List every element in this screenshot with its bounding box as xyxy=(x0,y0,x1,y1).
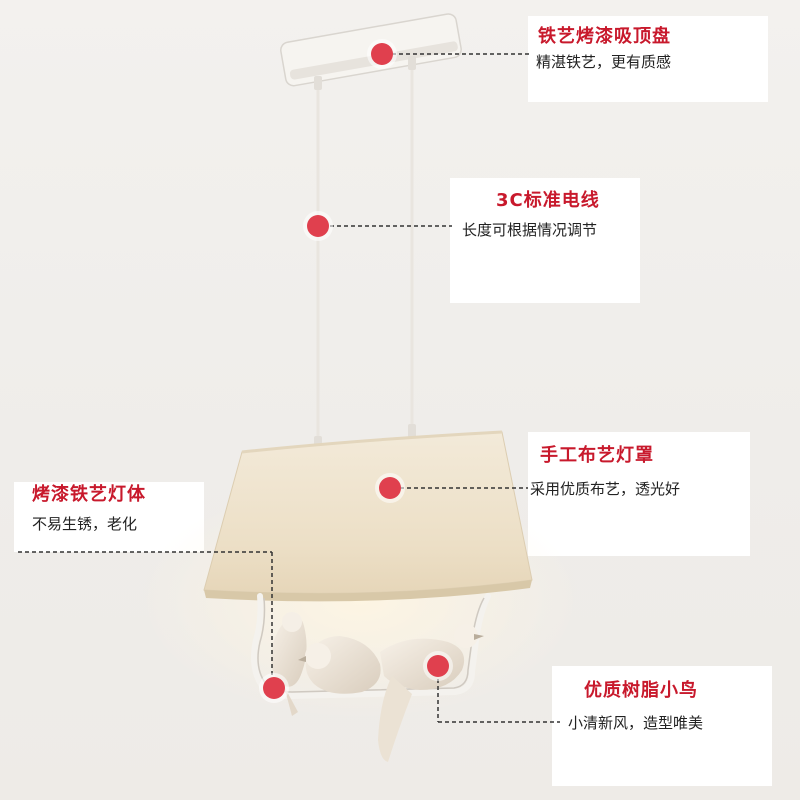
shade-subtitle: 采用优质布艺，透光好 xyxy=(530,480,681,498)
cable-sleeves xyxy=(314,56,416,450)
canopy-title: 铁艺烤漆吸顶盘 xyxy=(538,26,671,47)
body-subtitle: 不易生锈，老化 xyxy=(32,515,138,533)
cable-subtitle: 长度可根据情况调节 xyxy=(462,221,598,239)
canopy-subtitle: 精湛铁艺，更有质感 xyxy=(536,53,672,71)
shade-label-panel xyxy=(528,432,750,556)
birds-marker-dot xyxy=(427,655,449,677)
body-marker-dot xyxy=(263,677,285,699)
shade-marker-dot xyxy=(379,477,401,499)
birds-label-panel xyxy=(552,666,772,786)
birds-title: 优质树脂小鸟 xyxy=(584,680,698,701)
canopy-marker-dot xyxy=(371,43,393,65)
cable-title: 3C标准电线 xyxy=(496,190,600,211)
body-title: 烤漆铁艺灯体 xyxy=(32,484,146,505)
shade-title: 手工布艺灯罩 xyxy=(540,445,654,466)
cable-label-panel xyxy=(450,178,640,303)
resin-birds xyxy=(271,612,484,762)
birds-subtitle: 小清新风，造型唯美 xyxy=(568,714,704,732)
canopy-label-panel xyxy=(528,16,768,102)
power-cables xyxy=(316,62,414,444)
leader-lines xyxy=(18,53,560,723)
fabric-shade xyxy=(203,430,533,602)
cable-marker-dot xyxy=(307,215,329,237)
